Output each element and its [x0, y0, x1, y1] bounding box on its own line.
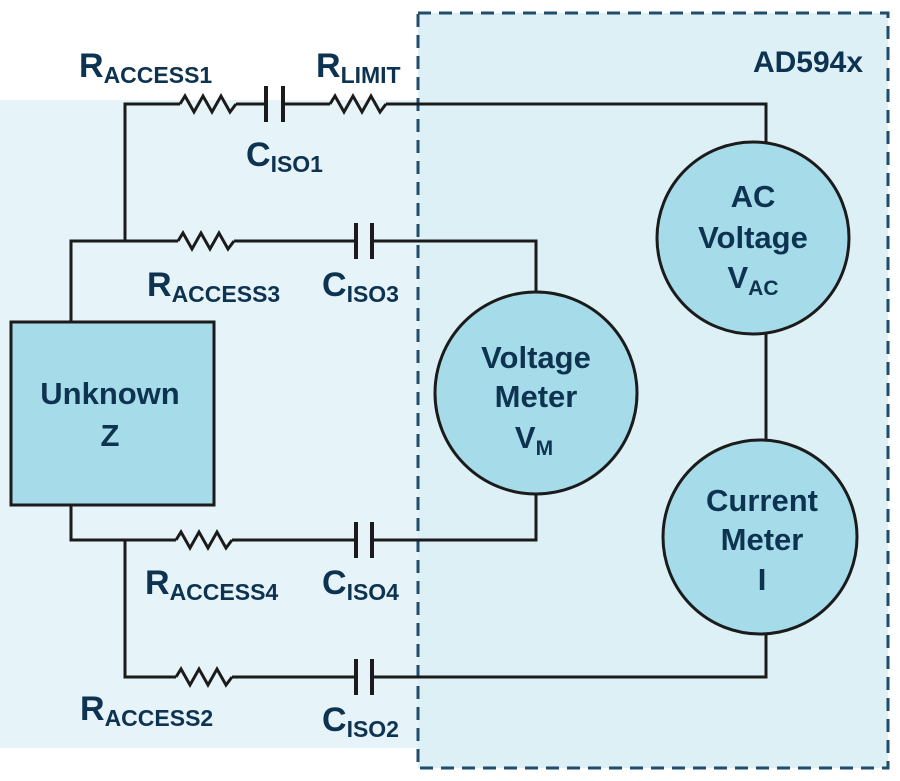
label-rlimit: RLIMIT	[316, 47, 401, 88]
wires	[69, 102, 768, 679]
ac-voltage-line2: Voltage	[698, 220, 808, 255]
unknown-impedance-block: Unknown Z	[9, 320, 216, 507]
current-meter-line1: Current	[706, 483, 818, 518]
current-meter-line3: I	[758, 562, 767, 597]
label-ciso3: CISO3	[322, 266, 399, 307]
ac-voltage-line1: AC	[731, 179, 776, 214]
wire-rlimit-to-ac-voltage	[386, 102, 768, 142]
voltage-meter: Voltage Meter VM	[433, 290, 639, 496]
unknown-line1: Unknown	[40, 376, 180, 411]
unknown-line2: Z	[101, 418, 120, 453]
resistor-rlimit	[328, 92, 388, 116]
wire-sense-negative-left	[69, 505, 176, 542]
current-meter-line2: Meter	[721, 522, 804, 557]
capacitor-ciso2	[354, 659, 374, 695]
label-ciso4: CISO4	[322, 564, 399, 605]
label-ciso2: CISO2	[322, 701, 399, 742]
wire-sense-positive-left	[69, 239, 178, 322]
chip-label: AD594x	[753, 46, 863, 79]
wire-ciso4-to-voltage-meter	[373, 493, 538, 542]
wire-ciso3-to-voltage-meter	[373, 239, 538, 292]
component-labels: RACCESS1 RLIMIT CISO1 RACCESS3 CISO3 RAC…	[79, 47, 401, 742]
voltage-meter-line1: Voltage	[481, 340, 591, 375]
resistor-raccess1	[178, 92, 238, 116]
wire-top-left-vertical	[123, 102, 180, 241]
capacitor-ciso3	[354, 223, 374, 259]
capacitor-ciso1	[264, 86, 285, 122]
label-raccess2: RACCESS2	[80, 690, 213, 731]
capacitor-ciso4	[354, 522, 374, 558]
resistor-raccess3	[176, 229, 236, 253]
wire-bottom-left-vertical	[123, 540, 176, 679]
label-ciso1: CISO1	[246, 136, 323, 177]
voltage-meter-symbol: VM	[515, 420, 553, 460]
resistor-raccess2	[174, 665, 234, 689]
resistor-raccess4	[174, 528, 234, 552]
ac-voltage-source: AC Voltage VAC	[655, 140, 851, 336]
label-raccess3: RACCESS3	[147, 266, 280, 307]
ac-voltage-symbol: VAC	[727, 260, 778, 300]
current-meter: Current Meter I	[661, 438, 859, 636]
label-raccess1: RACCESS1	[79, 47, 212, 88]
resistors	[174, 92, 388, 689]
voltage-meter-line2: Meter	[495, 379, 578, 414]
wire-ciso2-to-current-meter	[373, 627, 768, 679]
capacitors	[264, 86, 374, 695]
label-raccess4: RACCESS4	[145, 564, 278, 605]
